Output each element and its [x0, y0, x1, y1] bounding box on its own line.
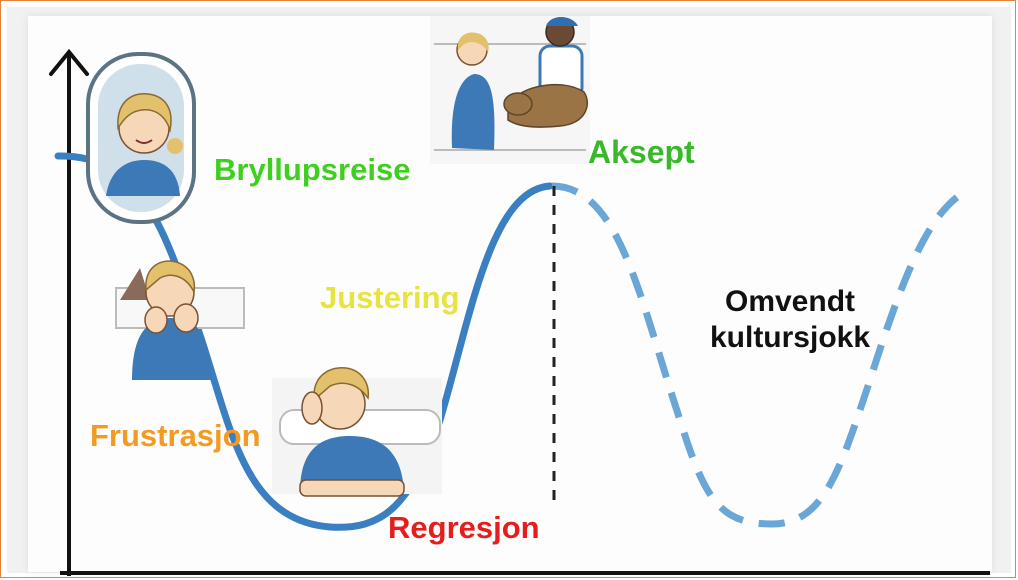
stage-label-reverse-culture-shock: Omvendt kultursjokk — [709, 285, 871, 354]
woman-in-airplane-window-illustration — [86, 52, 196, 224]
woman-and-man-petting-dog-illustration — [430, 16, 590, 164]
woman-chin-on-hands-illustration — [115, 260, 245, 380]
y-axis-arrow — [49, 48, 89, 76]
stage-label-acceptance: Aksept — [588, 134, 695, 170]
reverse-shock-curve — [551, 182, 970, 528]
woman-holding-head-in-bed-illustration — [272, 366, 442, 497]
stage-label-regression: Regresjon — [388, 510, 540, 545]
stage-label-adjustment: Justering — [320, 280, 460, 315]
adjustment-curve — [54, 152, 554, 531]
stage-label-frustration: Frustrasjon — [90, 418, 261, 453]
stage-label-honeymoon: Bryllupsreise — [214, 152, 411, 187]
